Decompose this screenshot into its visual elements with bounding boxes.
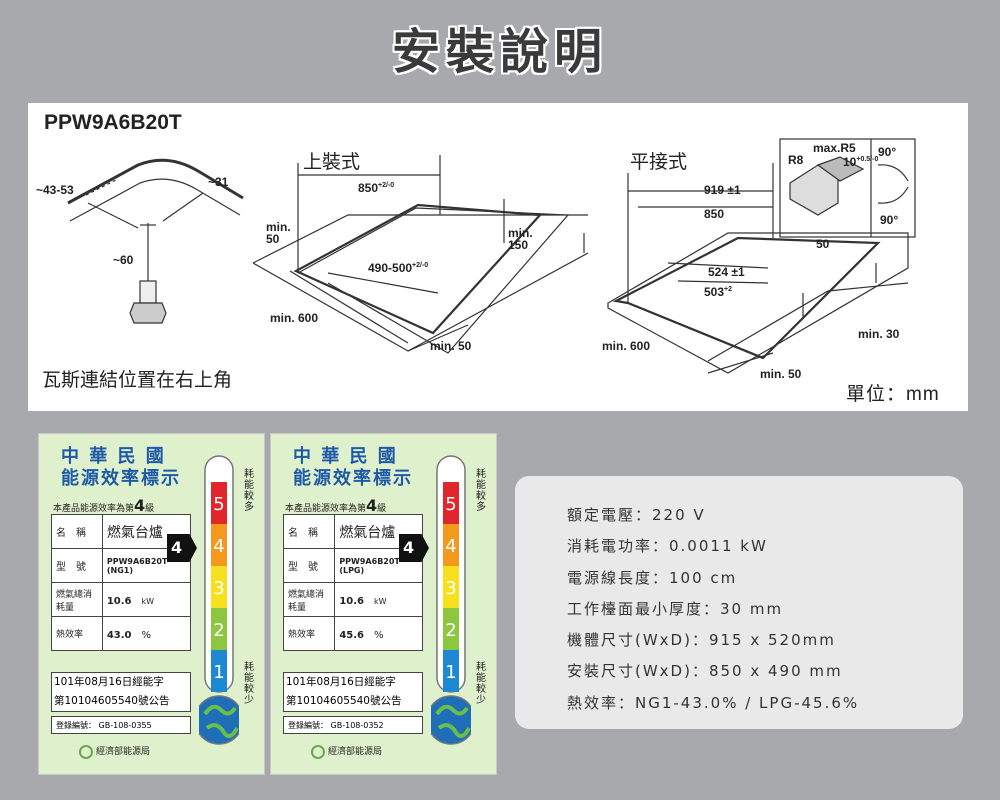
spec-cable-length: 電源線長度：100 cm (567, 568, 738, 587)
level-4: 4 (445, 536, 456, 557)
label-notice: 101年08月16日經能字第10104605540號公告 (283, 672, 423, 712)
thermometer-scale: 5 4 3 2 1 (431, 455, 471, 745)
dim-919: 919 ±1 (704, 183, 741, 197)
grade-line: 本產品能源效率為第4級 (285, 496, 387, 515)
spec-voltage: 額定電壓：220 V (567, 506, 706, 524)
side-label-less: 耗能較少 (476, 662, 486, 706)
label-title: 中 華 民 國能源效率標示 (293, 446, 413, 489)
page-title: 安裝說明 (391, 24, 608, 80)
dim-50: 50 (816, 237, 830, 251)
spec-countertop-thickness: 工作檯面最小厚度：30 mm (567, 599, 784, 618)
flush-mount-label: 平接式 (630, 152, 688, 173)
unit-label: 單位：mm (846, 384, 940, 405)
dim-max-r5: max.R5 (813, 141, 856, 155)
spec-body-size: 機體尺寸(WxD)：915 x 520mm (567, 631, 836, 650)
dim-min600-b: min. 600 (602, 339, 651, 353)
model-number: PPW9A6B20T (44, 111, 182, 134)
grade-line: 本產品能源效率為第4級 (53, 496, 155, 515)
level-1: 1 (213, 662, 224, 683)
label-title: 中 華 民 國能源效率標示 (61, 446, 181, 489)
level-3: 3 (445, 578, 456, 599)
dim-min50-b: min. 50 (760, 367, 802, 381)
dim-min30: min. 30 (858, 327, 900, 341)
dim-850-top: 850+2/-0 (358, 181, 395, 195)
thermometer-scale: 5 4 3 2 1 (199, 455, 239, 745)
top-mount-label: 上裝式 (303, 152, 361, 173)
gas-connection-note: 瓦斯連結位置在右上角 (42, 370, 233, 391)
dim-min50-a: min. 50 (430, 339, 472, 353)
level-4: 4 (213, 536, 224, 557)
dim-90-b: 90° (880, 213, 899, 227)
installation-diagram: PPW9A6B20T 上裝式 平接式 ~43-53 ~31 ~60 850+2/… (28, 103, 968, 411)
level-2: 2 (213, 620, 224, 641)
dim-503: 503+2 (704, 285, 733, 299)
grade-arrow: 4級 (399, 534, 429, 562)
spec-power: 消耗電功率：0.0011 kW (567, 537, 768, 556)
installation-drawing (67, 138, 916, 374)
dim-10: 10+0.5/-0 (843, 155, 879, 169)
grade-arrow: 4級 (167, 534, 197, 562)
dim-min600-a: min. 600 (270, 311, 319, 325)
dim-490-500: 490-500+2/-0 (368, 261, 429, 275)
ministry-name: 經濟部能源局 (79, 744, 150, 759)
level-5: 5 (213, 494, 224, 515)
side-label-more: 耗能較多 (476, 469, 486, 513)
dim-524: 524 ±1 (708, 265, 745, 279)
level-5: 5 (445, 494, 456, 515)
side-label-more: 耗能較多 (244, 469, 254, 513)
dim-90-a: 90° (878, 145, 897, 159)
spec-efficiency: 熱效率：NG1-43.0% / LPG-45.6% (567, 693, 860, 712)
side-label-less: 耗能較少 (244, 662, 254, 706)
dim-60: ~60 (113, 253, 134, 267)
spec-install-size: 安裝尺寸(WxD)：850 x 490 mm (567, 662, 843, 681)
label-registration: 登錄編號： GB-108-0352 (283, 716, 423, 734)
dim-min50-left: min.50 (266, 220, 291, 246)
dim-43-53: ~43-53 (36, 183, 74, 197)
dim-31: ~31 (208, 175, 229, 189)
level-1: 1 (445, 662, 456, 683)
level-2: 2 (445, 620, 456, 641)
specs-list: 額定電壓：220 V 消耗電功率：0.0011 kW 電源線長度：100 cm … (567, 500, 859, 719)
dim-min150: min.150 (508, 226, 533, 252)
label-notice: 101年08月16日經能字第10104605540號公告 (51, 672, 191, 712)
dim-r8: R8 (788, 153, 804, 167)
ministry-name: 經濟部能源局 (311, 744, 382, 759)
specs-panel: 額定電壓：220 V 消耗電功率：0.0011 kW 電源線長度：100 cm … (515, 476, 963, 729)
label-registration: 登錄編號： GB-108-0355 (51, 716, 191, 734)
dim-850-flush: 850 (704, 207, 725, 221)
level-3: 3 (213, 578, 224, 599)
